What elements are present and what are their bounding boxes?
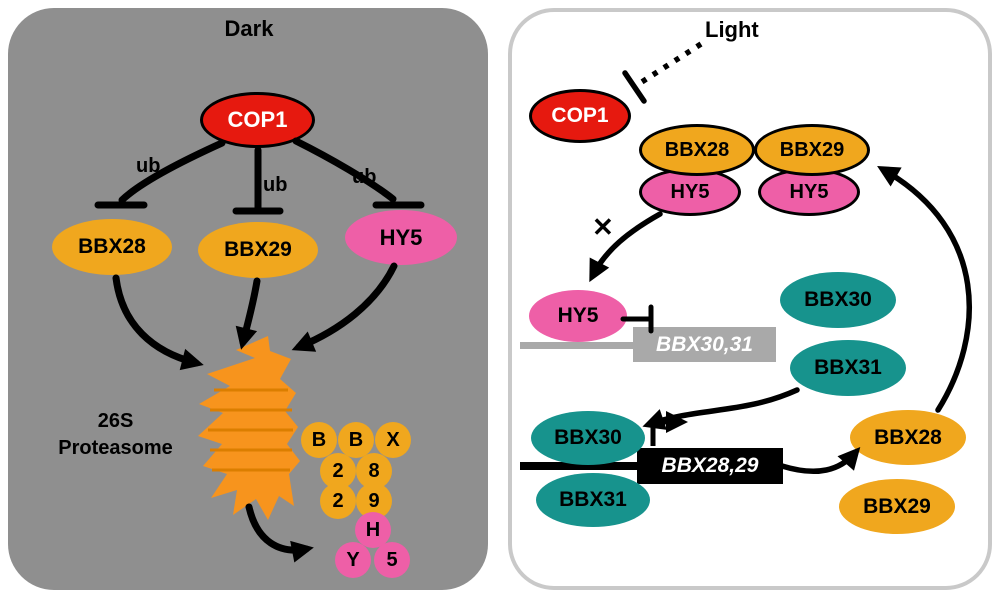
bbx31-node: BBX31 xyxy=(790,340,906,396)
bbx31-on-gene-node: BBX31 xyxy=(536,473,650,527)
bbx29-node-dark: BBX29 xyxy=(198,222,318,278)
blocked-x-mark: ✕ xyxy=(592,212,614,242)
gene-bbx28-29-box: BBX28,29 xyxy=(637,448,783,484)
fragment-circle: H xyxy=(355,512,391,548)
hy5-complex1-node: HY5 xyxy=(639,168,741,216)
gene-bbx30-31-label: BBX30,31 xyxy=(656,332,753,356)
hy5-node-dark: HY5 xyxy=(345,210,457,265)
bbx28-complex1-node: BBX28 xyxy=(639,124,755,176)
bbx29-output-node: BBX29 xyxy=(839,479,955,534)
proteasome-label-line2: Proteasome xyxy=(58,437,173,459)
bbx28-output-node: BBX28 xyxy=(850,410,966,465)
hy5-node-light: HY5 xyxy=(529,290,627,342)
ub-label-2: ub xyxy=(263,174,288,196)
cop1-node-dark: COP1 xyxy=(200,92,315,148)
proteasome-label-line1: 26S xyxy=(97,410,134,432)
bbx29-complex2-node: BBX29 xyxy=(754,124,870,176)
cop1-node-light: COP1 xyxy=(529,89,631,143)
gene-bbx30-31-bar xyxy=(520,342,645,349)
gene-bbx30-31-box: BBX30,31 xyxy=(633,327,776,362)
bbx30-node: BBX30 xyxy=(780,272,896,328)
dark-panel-title: Dark xyxy=(224,16,274,41)
fragment-circle: B xyxy=(301,422,337,458)
light-panel-title: Light xyxy=(705,17,759,42)
fragment-circle: 8 xyxy=(356,453,392,489)
fragment-circle: 2 xyxy=(320,483,356,519)
bbx30-on-gene-node: BBX30 xyxy=(531,411,645,465)
hy5-complex2-node: HY5 xyxy=(758,168,860,216)
proteasome-label: 26S Proteasome xyxy=(28,408,203,462)
fragment-circle: B xyxy=(338,422,374,458)
ub-label-1: ub xyxy=(136,155,161,177)
fragment-circle: 5 xyxy=(374,542,410,578)
fragment-circle: X xyxy=(375,422,411,458)
gene-bbx28-29-label: BBX28,29 xyxy=(661,454,759,477)
fragment-circle: Y xyxy=(335,542,371,578)
bbx28-node-dark: BBX28 xyxy=(52,219,172,275)
ub-label-3: ub xyxy=(352,166,377,188)
